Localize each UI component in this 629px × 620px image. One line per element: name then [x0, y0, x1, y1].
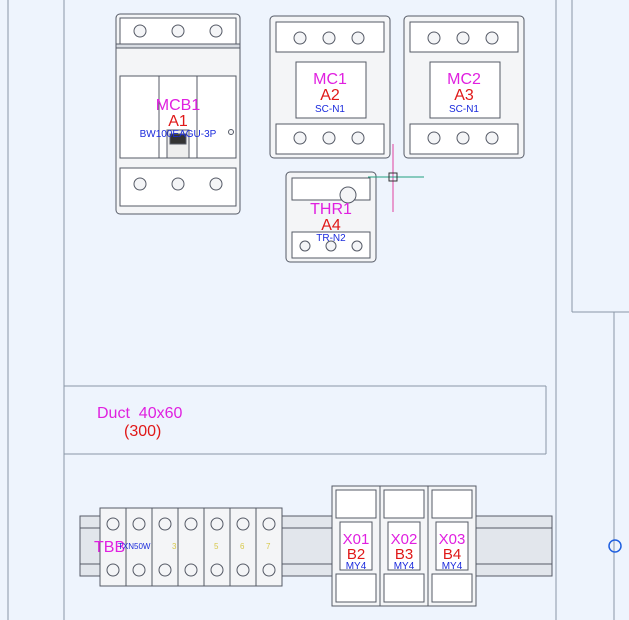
thr1-model: TR-N2 [316, 233, 346, 244]
relay-x02[interactable] [379, 485, 429, 607]
mc1-tag: MC1 [313, 71, 347, 88]
x03-model: MY4 [442, 561, 463, 572]
mcb1-model: BW100EAGU-3P [140, 129, 217, 140]
mcb1-ref: A1 [168, 113, 188, 130]
mc2-model: SC-N1 [449, 104, 479, 115]
x01-ref: B2 [347, 546, 365, 563]
duct-label: Duct 40x60 [97, 405, 182, 422]
mc1-ref: A2 [320, 87, 340, 104]
mc2-contactor[interactable] [403, 15, 525, 159]
x03-ref: B4 [443, 546, 461, 563]
thr1-tag: THR1 [310, 201, 352, 218]
terminal-number: 5 [214, 542, 219, 551]
mc2-tag: MC2 [447, 71, 481, 88]
terminal-number: 7 [266, 542, 271, 551]
terminal-block[interactable] [99, 507, 283, 587]
duct-length: (300) [124, 423, 161, 440]
mcb1-breaker[interactable] [115, 13, 241, 215]
x03-tag: X03 [439, 531, 466, 548]
x02-tag: X02 [391, 531, 418, 548]
panel-frame [7, 0, 629, 620]
terminal-block-tag: TBB [94, 539, 125, 556]
x02-model: MY4 [394, 561, 415, 572]
thr1-ref: A4 [321, 217, 341, 234]
terminal-numbers: 3 5 6 7 [172, 542, 271, 551]
crosshair-cursor-icon [368, 144, 424, 212]
relay-x03[interactable] [427, 485, 477, 607]
mc1-contactor[interactable] [269, 15, 391, 159]
x02-ref: B3 [395, 546, 413, 563]
thr1-thermal-relay[interactable] [285, 171, 377, 263]
mc1-model: SC-N1 [315, 104, 345, 115]
hinge-circle-icon [608, 539, 622, 553]
x01-tag: X01 [343, 531, 370, 548]
terminal-block-model: TXN50W [118, 542, 151, 551]
terminal-number: 6 [240, 542, 245, 551]
x01-model: MY4 [346, 561, 367, 572]
terminal-number: 3 [172, 542, 177, 551]
mcb1-tag: MCB1 [156, 97, 201, 114]
mc2-ref: A3 [454, 87, 474, 104]
